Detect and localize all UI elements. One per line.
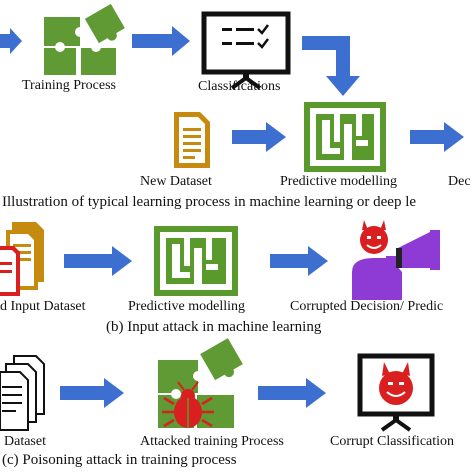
label-attacked-training-process: Attacked training Process [140, 434, 284, 449]
maze-icon [154, 226, 238, 296]
label-predictive-modelling-a: Predictive modelling [280, 174, 398, 189]
label-dataset: Dataset [4, 434, 46, 449]
maze-icon [304, 102, 386, 172]
label-new-dataset: New Dataset [140, 174, 212, 189]
caption-a: Illustration of typical learning process… [2, 194, 417, 210]
stacked-documents-icon [0, 222, 44, 296]
arrow-a-1 [132, 26, 190, 56]
caption-c: (c) Poisoning attack in training process [2, 452, 237, 468]
label-corrupt-classification: Corrupt Classification [330, 434, 455, 449]
arrow-b-1 [64, 246, 132, 276]
label-training-process: Training Process [22, 78, 116, 93]
arrow-c-1 [60, 378, 124, 408]
label-predictive-modelling-b: Predictive modelling [128, 299, 246, 314]
label-input-dataset: d Input Dataset [0, 299, 86, 314]
label-classifications: Classifications [198, 79, 281, 94]
label-decision-partial: Dec [448, 174, 471, 189]
arrow-c-2 [258, 378, 326, 408]
black-documents-icon [0, 355, 45, 431]
arrow-a-bend [302, 36, 360, 96]
arrow-a-2 [232, 122, 286, 152]
label-corrupted-decision: Corrupted Decision/ Predic [290, 299, 444, 314]
arrow-b-2 [270, 246, 328, 276]
arrow-a-3 [410, 122, 464, 152]
document-icon [174, 112, 210, 168]
attacker-megaphone-icon [352, 220, 440, 300]
caption-b: (b) Input attack in machine learning [106, 319, 322, 335]
classification-board-icon [201, 11, 291, 90]
arrow-a-left [0, 28, 22, 54]
devil-board-icon [357, 353, 435, 432]
puzzle-icon [44, 3, 125, 75]
bug-icon [162, 381, 214, 428]
